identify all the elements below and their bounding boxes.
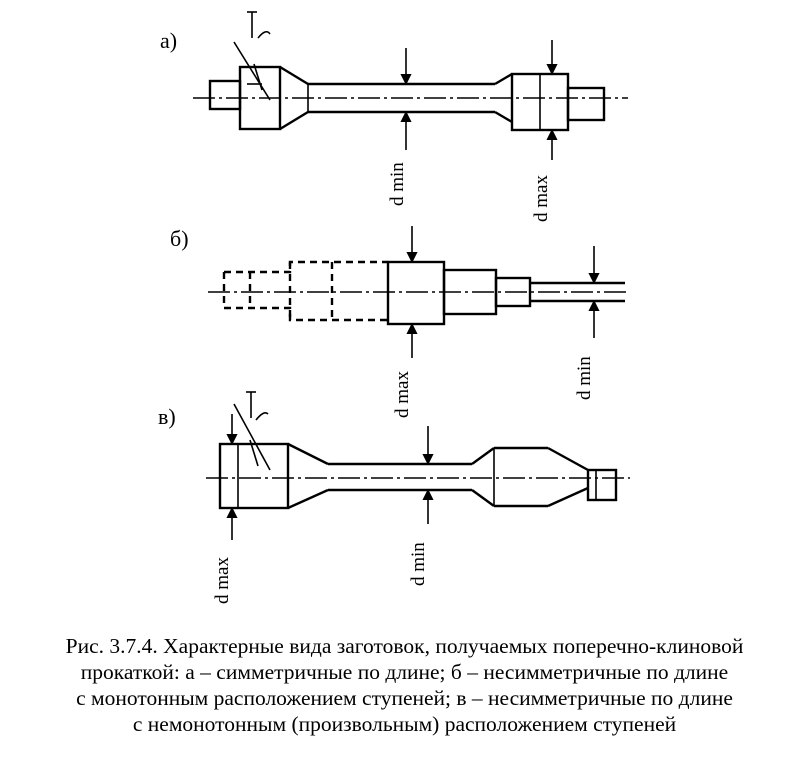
caption-line-3: с монотонным расположением ступеней; в –… (76, 686, 733, 710)
diagram-b-part-outline (386, 260, 625, 326)
caption-line-4: с немонотонным (произвольным) расположен… (132, 712, 677, 736)
diagram-c-part-outline (218, 442, 618, 510)
diagram-a-wedge-tool (233, 11, 271, 101)
parts-figure: а) (158, 11, 630, 604)
diagram-b-label: б) (170, 226, 189, 251)
diagram-c-dmin-label: d min (408, 542, 429, 586)
diagram-c-wedge-tool (233, 391, 271, 471)
diagram-a-dmin-label: d min (387, 162, 408, 206)
caption-line-1: Рис. 3.7.4. Характерные вида заготовок, … (65, 634, 744, 658)
diagram-c-dmax-label: d max (212, 557, 233, 604)
diagram-b-removed-stock-dashed (222, 260, 388, 322)
caption-line-2: прокаткой: а – симметричные по длине; б … (80, 660, 729, 684)
diagram-b-dmax-label: d max (392, 371, 413, 418)
diagram-b: б) d max d min (170, 226, 628, 418)
diagram-c: в) (158, 391, 630, 604)
diagram-c-label: в) (158, 404, 176, 429)
diagram-a: а) (160, 11, 628, 222)
diagram-a-label: а) (160, 28, 177, 53)
diagram-b-dmin-label: d min (574, 356, 595, 400)
figure-caption: Рис. 3.7.4. Характерные вида заготовок, … (0, 633, 809, 737)
diagram-a-dmax-label: d max (531, 175, 552, 222)
